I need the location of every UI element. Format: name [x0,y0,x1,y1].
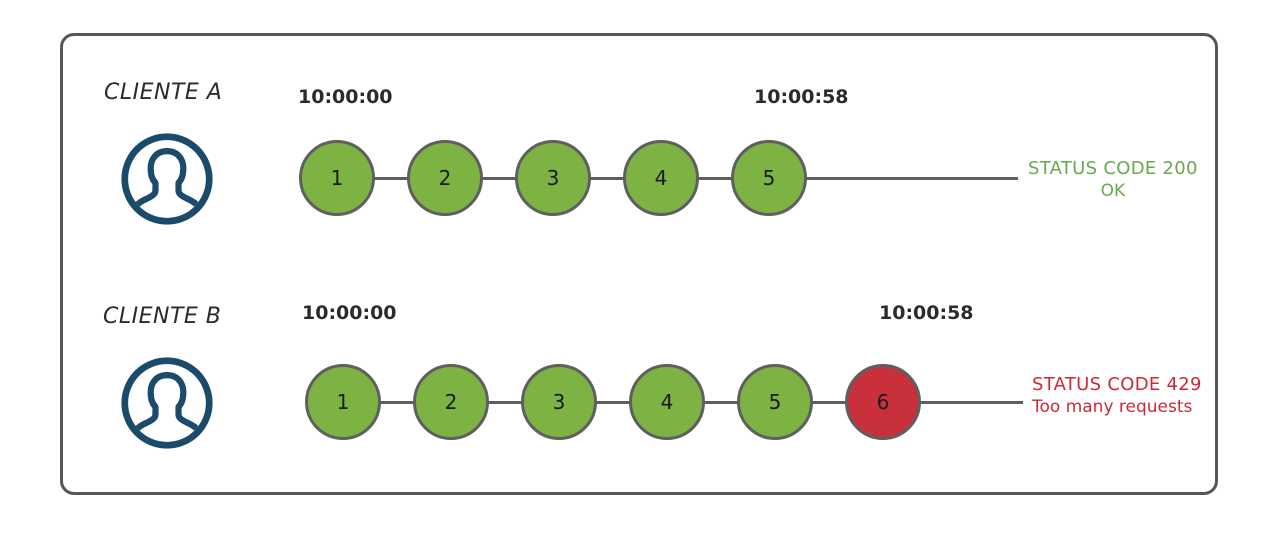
connector-b-4-5 [701,401,739,404]
connector-b-1-2 [377,401,415,404]
request-node-a-4[interactable]: 4 [623,140,699,216]
connector-b-tail [917,401,1023,404]
client-label-b: CLIENTE B [103,304,222,329]
connector-a-2-3 [479,177,517,180]
request-node-a-1[interactable]: 1 [299,140,375,216]
request-chain-a: 1 2 3 4 5 [299,140,1018,216]
status-badge-b: STATUS CODE 429 Too many requests [1032,374,1202,418]
timestamp-end-b: 10:00:58 [879,302,974,324]
connector-b-5-6 [809,401,847,404]
timestamp-end-a: 10:00:58 [754,86,849,108]
connector-a-3-4 [587,177,625,180]
connector-b-3-4 [593,401,631,404]
status-code-a: STATUS CODE 200 [1028,158,1198,179]
status-message-a: OK [1100,180,1126,201]
request-node-b-6[interactable]: 6 [845,364,921,440]
request-chain-b: 1 2 3 4 5 6 [0,224,1280,494]
request-node-a-5[interactable]: 5 [731,140,807,216]
connector-b-2-3 [485,401,523,404]
user-avatar-icon [119,131,215,227]
request-node-b-5[interactable]: 5 [737,364,813,440]
timestamp-start-b: 10:00:00 [302,302,397,324]
status-message-b: Too many requests [1032,396,1193,417]
client-label-a: CLIENTE A [104,80,223,105]
connector-a-4-5 [695,177,733,180]
status-badge-a: STATUS CODE 200 OK [1028,158,1198,202]
user-avatar-icon [119,355,215,451]
request-node-a-2[interactable]: 2 [407,140,483,216]
request-node-b-2[interactable]: 2 [413,364,489,440]
request-node-b-3[interactable]: 3 [521,364,597,440]
request-node-a-3[interactable]: 3 [515,140,591,216]
connector-a-1-2 [371,177,409,180]
request-node-b-1[interactable]: 1 [305,364,381,440]
connector-a-tail [803,177,1018,180]
status-code-b: STATUS CODE 429 [1032,374,1202,395]
timestamp-start-a: 10:00:00 [298,86,393,108]
request-node-b-4[interactable]: 4 [629,364,705,440]
